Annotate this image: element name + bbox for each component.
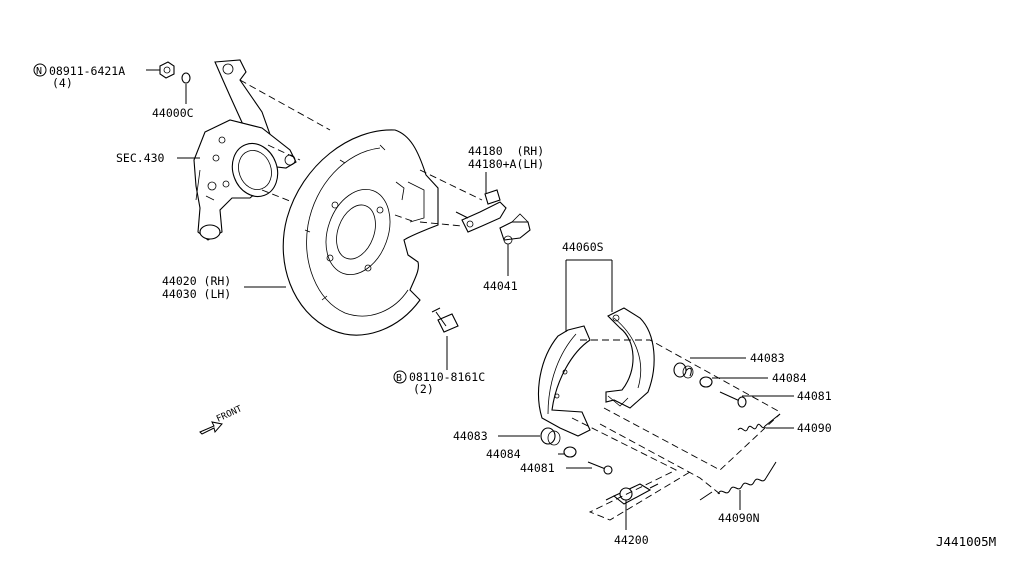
label-spring-lower: 44083 (453, 429, 488, 443)
plate-leader-dash (394, 169, 483, 227)
retainer-lower (563, 446, 577, 458)
label-lever-lh: 44180+A(LH) (468, 157, 544, 171)
nut-symbol: N (36, 66, 42, 77)
label-retainer-upper: 44084 (772, 371, 807, 385)
label-nut-qty: (4) (52, 76, 73, 90)
brake-shoe-rear (605, 307, 655, 409)
diagram-id: J441005M (936, 534, 996, 549)
washer (181, 72, 191, 84)
backing-plate (282, 129, 439, 336)
bolt-symbol-circle (393, 370, 407, 384)
label-nut-part: 08911-6421A (49, 64, 125, 78)
pin-lower (587, 461, 613, 475)
bolt-symbol: B (396, 373, 402, 384)
hub-nut (159, 61, 175, 79)
guide-lines (571, 339, 781, 521)
leader-lines (146, 69, 794, 530)
adjuster (605, 483, 659, 505)
retainer-upper (699, 376, 713, 388)
label-backing-plate-lh: 44030 (LH) (162, 287, 231, 301)
label-pin-upper: 44081 (797, 389, 832, 403)
label-shoe-set: 44060S (562, 240, 604, 254)
spring-lower (540, 427, 561, 446)
label-bolt-part: 08110-8161C (409, 370, 485, 384)
label-return-spring-n: 44090N (718, 511, 760, 525)
label-spring-upper: 44083 (750, 351, 785, 365)
adjuster-clip (499, 213, 531, 245)
pin-upper (719, 391, 747, 408)
parking-lever (455, 189, 507, 233)
label-pin-lower: 44081 (520, 461, 555, 475)
label-bolt-qty: (2) (413, 382, 434, 396)
label-lever-rh: 44180 (RH) (468, 144, 544, 158)
label-backing-plate-rh: 44020 (RH) (162, 274, 231, 288)
brake-shoe-front (537, 325, 591, 437)
return-spring-n (699, 461, 777, 501)
label-knuckle: SEC.430 (116, 151, 165, 165)
front-arrow-icon (199, 421, 223, 435)
label-return-spring: 44090 (797, 421, 832, 435)
label-adjuster-clip: 44041 (483, 279, 518, 293)
label-washer: 44000C (152, 106, 194, 120)
label-retainer-lower: 44084 (486, 447, 521, 461)
steering-knuckle (193, 59, 297, 241)
mounting-bolt (431, 307, 459, 333)
front-label: FRONT (215, 404, 244, 425)
spring-upper (673, 362, 694, 379)
label-adjuster: 44200 (614, 533, 649, 547)
nut-symbol-circle (33, 63, 47, 77)
